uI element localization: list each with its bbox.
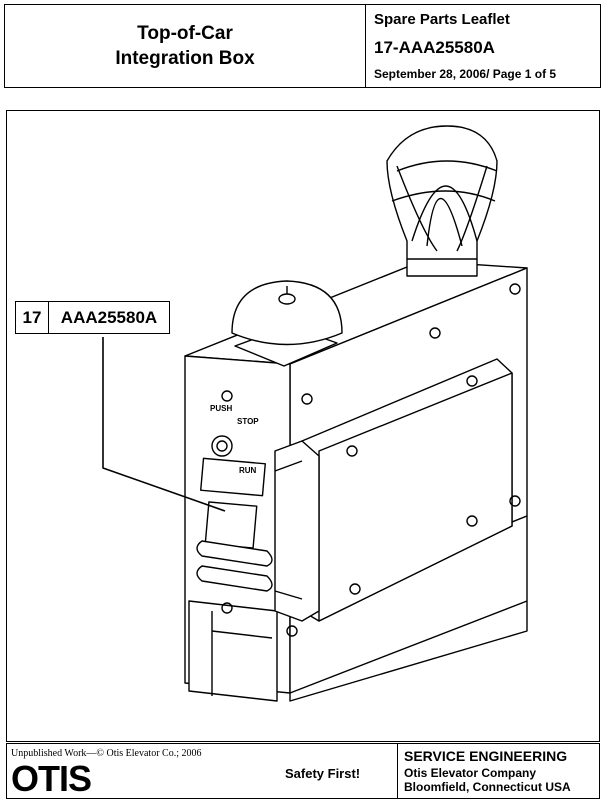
department-name: SERVICE ENGINEERING [404,748,568,764]
company-name: Otis Elevator Company [404,766,537,780]
title-block: Top-of-Car Integration Box [5,5,366,87]
integration-box-drawing [102,125,528,702]
callout-part-number: AAA25580A [60,307,158,327]
copyright-notice: Unpublished Work—© Otis Elevator Co.; 20… [11,748,202,759]
push-label: PUSH [210,404,233,413]
leaflet-info-block: Spare Parts Leaflet 17-AAA25580A Septemb… [366,5,600,87]
document-title-line1: Top-of-Car [137,23,233,44]
footer-company-block: SERVICE ENGINEERING Otis Elevator Compan… [398,744,599,798]
leaflet-label: Spare Parts Leaflet [374,11,510,28]
document-footer: Unpublished Work—© Otis Elevator Co.; 20… [6,743,600,799]
stop-label: STOP [237,417,259,426]
company-location: Bloomfield, Connecticut USA [404,780,571,794]
document-header: Top-of-Car Integration Box Spare Parts L… [4,4,601,88]
part-callout: 17 AAA25580A [15,301,170,334]
document-date-page: September 28, 2006/ Page 1 of 5 [374,67,557,81]
callout-item-number: 17 [16,302,49,333]
drawing-frame: 17 AAA25580A PUSH STOP RUN [6,110,600,742]
run-label: RUN [239,466,257,475]
document-title-line2: Integration Box [115,48,255,69]
otis-logo: OTIS [11,758,92,799]
safety-slogan: Safety First! [285,766,361,781]
document-number: 17-AAA25580A [374,37,495,57]
footer-brand-block: Unpublished Work—© Otis Elevator Co.; 20… [7,744,398,799]
